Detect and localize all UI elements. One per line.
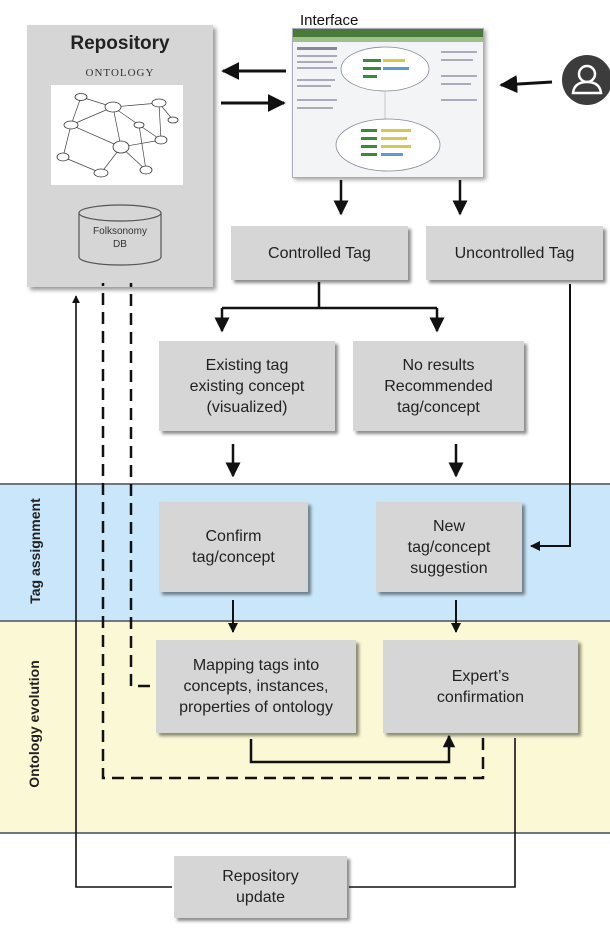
db-label-line1: Folksonomy	[93, 226, 147, 237]
controlled-tag-label: Controlled Tag	[268, 244, 371, 262]
band-divider-middle	[0, 620, 610, 622]
dashed-expert-to-repository	[101, 283, 485, 780]
db-label-line2: DB	[113, 239, 127, 250]
arrow-uncontrolled-to-suggestion	[530, 284, 571, 551]
new-suggestion-line2: tag/concept	[407, 538, 491, 556]
band-divider-bottom	[0, 832, 610, 834]
mapping-line3: properties of ontology	[179, 699, 333, 716]
uncontrolled-tag-box: Uncontrolled Tag	[426, 226, 603, 280]
arrow-user-to-interface	[499, 75, 553, 94]
new-suggestion-line3: suggestion	[410, 559, 488, 577]
ontology-graph-icon	[56, 93, 179, 178]
ontology-label: ONTOLOGY	[85, 67, 155, 79]
interface-screenshot-icon	[293, 29, 483, 172]
folksonomy-db-label: Folksonomy DB	[75, 225, 165, 251]
expert-confirmation-box: Expert’s confirmation	[383, 640, 578, 733]
expert-line1: Expert’s	[451, 667, 510, 685]
existing-tag-box: Existing tag existing concept (visualize…	[159, 341, 335, 431]
database-icon	[78, 204, 162, 266]
dashed-mapping-to-repository	[129, 283, 150, 688]
existing-tag-line2: existing concept	[189, 377, 305, 395]
repository-title: Repository	[70, 33, 170, 54]
mapping-box: Mapping tags into concepts, instances, p…	[156, 640, 356, 733]
no-results-line2: Recommended	[384, 377, 493, 395]
existing-tag-line1: Existing tag	[205, 356, 289, 374]
confirm-line1: Confirm	[205, 528, 262, 545]
new-suggestion-box: New tag/concept suggestion	[376, 502, 522, 592]
arrow-mapping-to-expert	[249, 734, 456, 764]
no-results-box: No results Recommended tag/concept	[353, 341, 524, 431]
mapping-line1: Mapping tags into	[192, 657, 320, 674]
repository-update-box: Repository update	[174, 856, 347, 918]
arrow-expert-to-repository-update	[349, 738, 516, 888]
no-results-line3: tag/concept	[397, 398, 480, 416]
mapping-line2: concepts, instances,	[183, 678, 329, 695]
repository-update-line2: update	[236, 889, 285, 906]
controlled-tag-box: Controlled Tag	[231, 226, 408, 280]
existing-tag-line3: (visualized)	[206, 398, 288, 416]
arrow-controlled-split	[222, 282, 437, 310]
repository-panel: Repository ONTOLOGY	[27, 25, 213, 287]
confirm-tag-box: Confirm tag/concept	[159, 502, 308, 592]
no-results-line1: No results	[402, 356, 475, 374]
ontology-graph-image	[51, 85, 183, 185]
expert-line2: confirmation	[436, 688, 525, 706]
user-avatar-icon	[562, 55, 610, 105]
confirm-line2: tag/concept	[192, 549, 275, 566]
uncontrolled-tag-label: Uncontrolled Tag	[454, 244, 575, 262]
folksonomy-db-cylinder: Folksonomy DB	[75, 203, 165, 267]
repository-update-line1: Repository	[222, 868, 299, 885]
band-divider-top	[0, 483, 610, 485]
interface-title: Interface	[300, 12, 359, 29]
arrow-repository-update-to-repository	[72, 295, 172, 888]
new-suggestion-line1: New	[432, 517, 465, 535]
interface-screenshot	[292, 28, 484, 178]
